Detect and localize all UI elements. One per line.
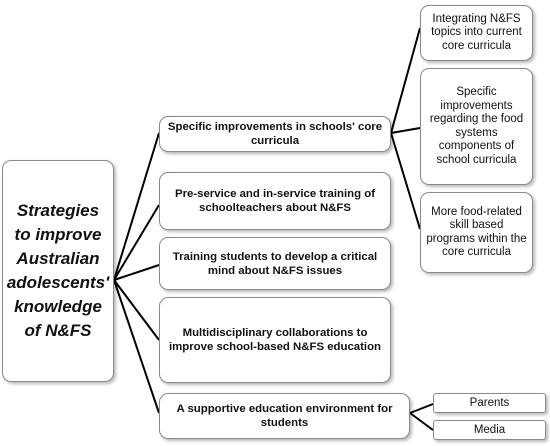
connector-curricula-to-integrating [390,27,421,134]
strategy-environment-label: A supportive education environment for s… [176,403,393,429]
detail-integrating-topics-box: Integrating N&FS topics into current cor… [420,5,533,61]
root-strategies-box: Strategies to improve Australian adolesc… [2,160,114,382]
connector-root-to-critical-mind [113,264,160,281]
detail-food-systems-label: Specific improvements regarding the food… [429,86,524,166]
strategy-critical-mind-box: Training students to develop a critical … [159,237,391,290]
strategy-collaborations-label: Multidisciplinary collaborations to impr… [168,327,382,353]
environment-parents-box: Parents [433,393,546,413]
detail-food-systems-box: Specific improvements regarding the food… [420,68,533,185]
connector-root-to-collaborations [113,279,160,341]
connector-curricula-to-skill-programs [390,132,421,230]
connector-environment-to-parents [409,403,434,414]
strategy-curricula-label: Specific improvements in schools' core c… [167,121,383,147]
strategy-curricula-box: Specific improvements in schools' core c… [159,116,391,152]
detail-integrating-topics-label: Integrating N&FS topics into current cor… [431,12,522,52]
connector-root-to-curricula [113,132,160,281]
environment-parents-label: Parents [469,397,510,409]
environment-media-box: Media [433,420,546,440]
strategy-teacher-training-label: Pre-service and in-service training of s… [174,188,376,214]
detail-skill-programs-box: More food-related skill based programs w… [420,192,533,273]
environment-media-label: Media [473,424,506,436]
connector-root-to-environment [113,279,160,414]
detail-skill-programs-label: More food-related skill based programs w… [426,205,527,259]
strategy-collaborations-box: Multidisciplinary collaborations to impr… [159,297,391,383]
connector-root-to-teacher-training [113,204,160,281]
strategy-teacher-training-box: Pre-service and in-service training of s… [159,172,391,230]
connector-environment-to-media [409,412,434,431]
strategy-environment-box: A supportive education environment for s… [159,393,410,439]
root-strategies-label: Strategies to improve Australian adolesc… [6,201,110,340]
connector-curricula-to-food-systems [390,127,421,134]
strategy-critical-mind-label: Training students to develop a critical … [172,250,378,277]
